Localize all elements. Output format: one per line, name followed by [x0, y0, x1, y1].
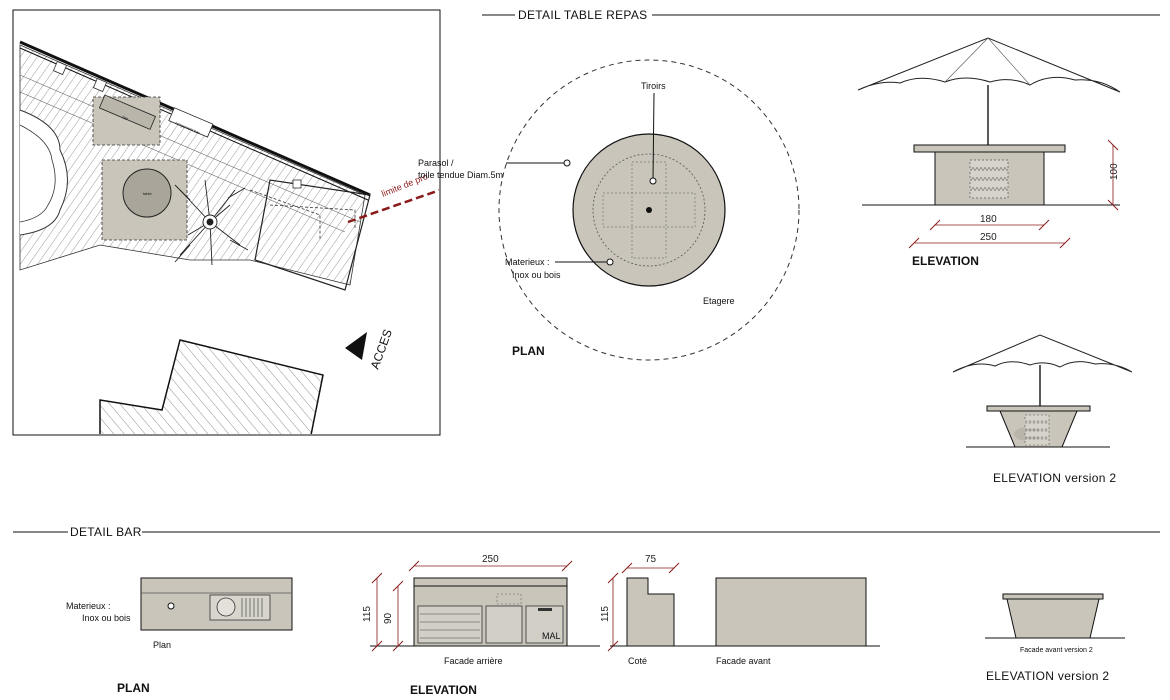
parasol-canopy	[857, 37, 1121, 93]
facade-arriere-label: Facade arrière	[444, 656, 503, 666]
etagere-label: Etagere	[703, 296, 735, 306]
bar-section-header: DETAIL BAR	[13, 525, 1160, 539]
bar-plan-title: PLAN	[117, 681, 150, 695]
facade-avant-label: Facade avant	[716, 656, 771, 666]
access-arrow-icon	[345, 332, 367, 360]
tiroirs-label: Tiroirs	[641, 81, 666, 91]
appliance-icon	[525, 605, 564, 644]
bar-appliance-text: MAL	[542, 631, 561, 641]
table-plan: Tiroirs Parasol / toile tendue Diam.5m M…	[418, 59, 800, 361]
tree-symbol	[174, 179, 249, 266]
bar-zone-label: bar	[122, 114, 130, 121]
table-plan-title: PLAN	[512, 344, 545, 358]
table-elevation: 100 180 250 ELEVATION	[857, 37, 1121, 268]
table-elevation-v2: ELEVATION version 2	[952, 334, 1133, 485]
parasol-outline	[498, 59, 800, 361]
table-section-title: DETAIL TABLE REPAS	[518, 8, 647, 22]
materieux-label-line2: Inox ou bois	[512, 270, 561, 280]
table-height-dim: 100	[1109, 163, 1120, 180]
bar-v2-small-label: Facade avant version 2	[1020, 647, 1093, 654]
cote-width-dim: 75	[645, 554, 657, 565]
cote-height-dim: 115	[600, 606, 611, 622]
bar-elevation-title: ELEVATION	[410, 683, 477, 697]
parasol-mast-icon	[646, 207, 652, 213]
materieux-label-line1: Materieux :	[505, 257, 550, 267]
table-section-header: DETAIL TABLE REPAS	[482, 8, 1160, 22]
parasol-label-line2: toile tendue Diam.5m	[418, 170, 503, 180]
bar-inner-height-dim: 90	[383, 612, 394, 624]
bar-total-height-dim: 115	[362, 606, 373, 622]
table-elevation-title: ELEVATION	[912, 254, 979, 268]
bar-elevation: 250 MAL 115 90 Facade arrière 75	[362, 554, 880, 697]
table-zone-label: table	[143, 191, 152, 196]
parasol-label-line1: Parasol /	[418, 158, 454, 168]
bar-materieux-line2: Inox ou bois	[82, 613, 131, 623]
bar-section-title: DETAIL BAR	[70, 525, 142, 539]
bar-elevation-v2: Facade avant version 2 ELEVATION version…	[985, 593, 1125, 683]
table-inner-width-dim: 180	[980, 214, 997, 225]
site-plan: bar rangement bar table	[12, 9, 441, 436]
table-elevation-v2-title: ELEVATION version 2	[993, 471, 1116, 485]
bar-width-dim: 250	[482, 554, 499, 565]
bar-plan: Materieux : Inox ou bois Plan PLAN	[66, 577, 293, 695]
table-outer-width-dim: 250	[980, 232, 997, 243]
bar-elevation-v2-title: ELEVATION version 2	[986, 669, 1109, 683]
bar-plan-small-label: Plan	[153, 640, 171, 650]
cote-label: Coté	[628, 656, 647, 666]
cote-profile	[626, 577, 675, 647]
bar-materieux-line1: Materieux :	[66, 601, 111, 611]
facade-avant-panel	[715, 577, 867, 647]
